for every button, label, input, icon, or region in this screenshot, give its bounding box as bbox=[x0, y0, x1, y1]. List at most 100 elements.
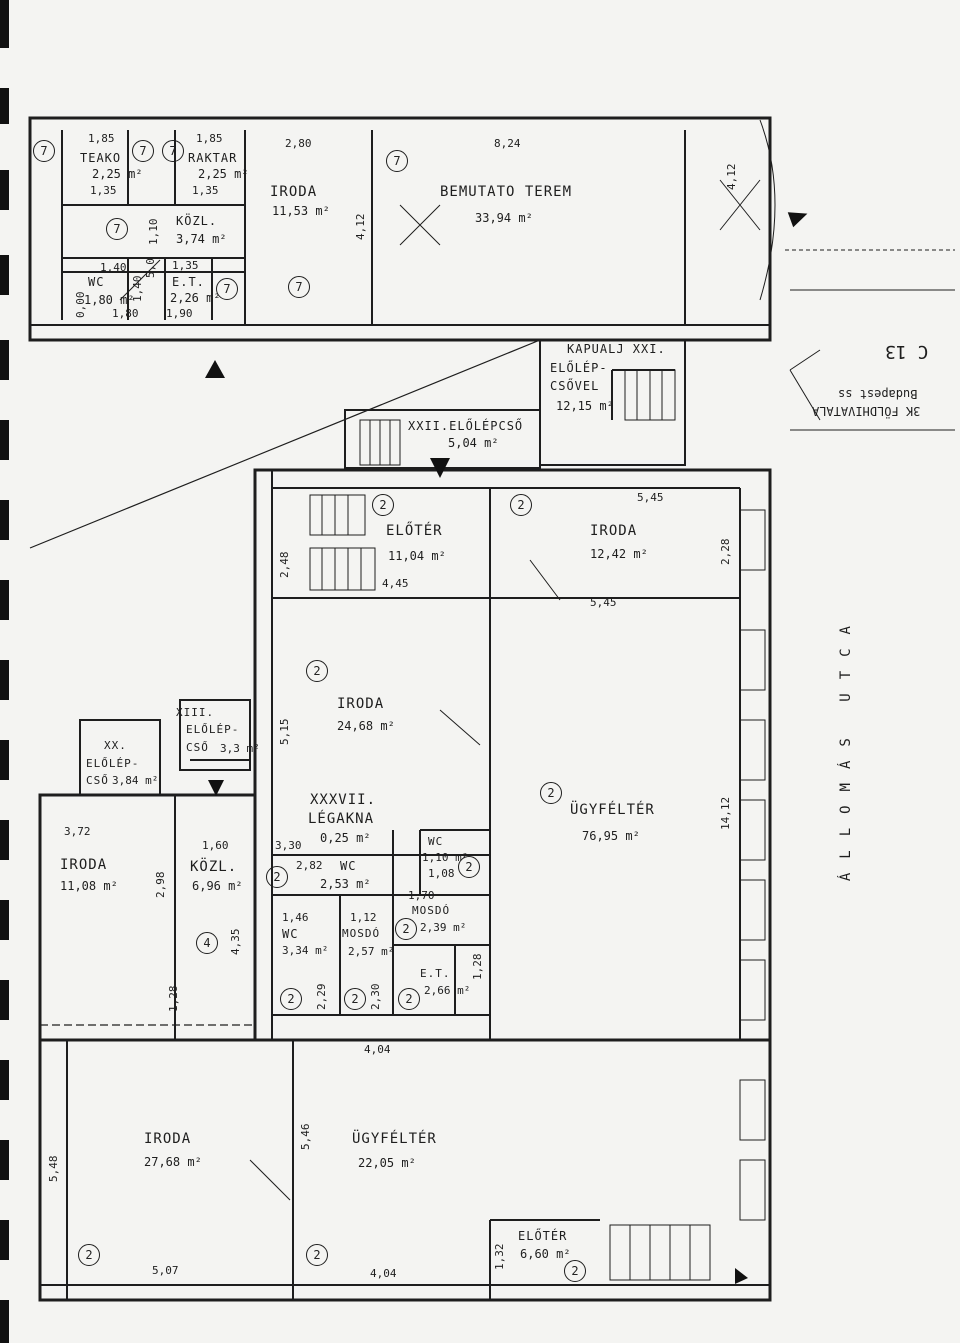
level-marker: 2 bbox=[280, 988, 302, 1010]
dimension: 5,0 bbox=[144, 258, 157, 278]
level-marker: 2 bbox=[372, 494, 394, 516]
room-area-xxii: 5,04 m² bbox=[448, 436, 499, 450]
room-label-et-mid: E.T. bbox=[420, 967, 451, 980]
left-margin-mark bbox=[0, 170, 9, 210]
room-area-bemutato: 33,94 m² bbox=[475, 211, 533, 225]
dimension: 2,28 bbox=[719, 538, 732, 566]
left-margin-mark bbox=[0, 900, 9, 940]
left-margin-mark bbox=[0, 980, 9, 1020]
room-label-legakna-2: LÉGAKNA bbox=[308, 811, 375, 827]
left-margin-mark bbox=[0, 1140, 9, 1180]
room-area-kozl-top: 3,74 m² bbox=[176, 232, 227, 246]
room-area-iroda-top: 11,53 m² bbox=[272, 204, 330, 218]
room-area-kozl-mid: 6,96 m² bbox=[192, 879, 243, 893]
level-marker: 2 bbox=[540, 782, 562, 804]
dimension: 5,48 bbox=[47, 1155, 60, 1183]
room-label-teako: TEAKO bbox=[80, 151, 122, 165]
dimension: 4,45 bbox=[382, 577, 409, 590]
level-marker: 2 bbox=[306, 660, 328, 682]
level-marker: 2 bbox=[344, 988, 366, 1010]
room-label-kapualj-3: CSŐVEL bbox=[550, 379, 600, 393]
left-margin-mark bbox=[0, 500, 9, 540]
room-label-xiii-3: CSŐ bbox=[186, 741, 209, 754]
dimension: 1,32 bbox=[493, 1243, 506, 1271]
dimension: 8,24 bbox=[494, 137, 521, 150]
dimension: 2,98 bbox=[154, 871, 167, 899]
stamp-code: C 13 bbox=[885, 341, 929, 362]
level-marker: 2 bbox=[398, 988, 420, 1010]
left-margin-mark bbox=[0, 580, 9, 620]
room-area-wc-top: 1,80 m² bbox=[84, 293, 135, 307]
dimension: 4,12 bbox=[725, 163, 738, 191]
dimension: 1,70 bbox=[408, 889, 435, 902]
room-area-ugyfelter-big: 76,95 m² bbox=[582, 829, 640, 843]
level-marker: 7 bbox=[162, 140, 184, 162]
room-label-wc-b: WC bbox=[428, 835, 444, 848]
dimension: 1,35 bbox=[90, 184, 117, 197]
dimension: 0,00 bbox=[74, 291, 87, 319]
dimension: 5,45 bbox=[590, 596, 617, 609]
dimension: 3,30 bbox=[275, 839, 302, 852]
dimension: 5,07 bbox=[152, 1264, 179, 1277]
left-margin-mark bbox=[0, 88, 9, 124]
room-area-mosdo-a: 2,39 m² bbox=[420, 921, 467, 934]
room-area-xx: 3,84 m² bbox=[112, 774, 159, 787]
dimension: 4,04 bbox=[364, 1043, 391, 1056]
level-marker: 2 bbox=[266, 866, 288, 888]
level-marker: 7 bbox=[288, 276, 310, 298]
room-label-ugyfelter-big: ÜGYFÉLTÉR bbox=[570, 802, 655, 818]
room-label-iroda-bottom: IRODA bbox=[144, 1131, 192, 1147]
room-label-ugyfelter-bottom: ÜGYFÉLTÉR bbox=[352, 1131, 437, 1147]
left-margin-mark bbox=[0, 740, 9, 780]
room-area-eloter-bottom: 6,60 m² bbox=[520, 1247, 571, 1261]
level-marker: 7 bbox=[106, 218, 128, 240]
room-label-wc-top: WC bbox=[88, 275, 105, 289]
room-label-wc-c: WC bbox=[282, 927, 299, 941]
room-label-kozl-mid: KÖZL. bbox=[190, 859, 238, 875]
room-label-iroda-mid: IRODA bbox=[337, 696, 385, 712]
left-margin-mark bbox=[0, 340, 9, 380]
room-label-kozl-top: KÖZL. bbox=[176, 214, 218, 228]
level-marker: 2 bbox=[510, 494, 532, 516]
room-label-iroda-left: IRODA bbox=[60, 857, 108, 873]
dimension: 3,72 bbox=[64, 825, 91, 838]
level-marker: 4 bbox=[196, 932, 218, 954]
dimension: 5,15 bbox=[278, 718, 291, 746]
dimension: 4,35 bbox=[229, 928, 242, 956]
room-label-mosdo-b: MOSDÓ bbox=[342, 927, 381, 940]
left-margin-mark bbox=[0, 1300, 9, 1343]
room-label-eloter-bottom: ELŐTÉR bbox=[518, 1229, 568, 1243]
level-marker: 7 bbox=[132, 140, 154, 162]
room-area-et-top: 2,26 m² bbox=[170, 291, 221, 305]
room-area-iroda-right: 12,42 m² bbox=[590, 547, 648, 561]
room-area-ugyfelter-bottom: 22,05 m² bbox=[358, 1156, 416, 1170]
dimension: 1,90 bbox=[166, 307, 193, 320]
room-label-eloter-mid: ELŐTÉR bbox=[386, 523, 443, 539]
left-margin-mark bbox=[0, 255, 9, 295]
dimension: 4,12 bbox=[354, 213, 367, 241]
room-label-xx: XX. bbox=[104, 739, 127, 752]
dimension: 1,10 bbox=[147, 218, 160, 246]
room-label-kapualj-2: ELŐLÉP- bbox=[550, 361, 608, 375]
dimension: 2,80 bbox=[285, 137, 312, 150]
left-margin-mark bbox=[0, 1220, 9, 1260]
level-marker: 7 bbox=[386, 150, 408, 172]
room-label-iroda-right: IRODA bbox=[590, 523, 638, 539]
level-marker: 2 bbox=[395, 918, 417, 940]
level-marker: 7 bbox=[216, 278, 238, 300]
room-area-iroda-mid: 24,68 m² bbox=[337, 719, 395, 733]
level-marker: 2 bbox=[78, 1244, 100, 1266]
room-area-legakna: 0,25 m² bbox=[320, 831, 371, 845]
room-label-xx-3: CSŐ bbox=[86, 774, 109, 787]
room-label-bemutato: BEMUTATO TEREM bbox=[440, 184, 573, 200]
dimension: 1,35 bbox=[172, 259, 199, 272]
room-area-iroda-left: 11,08 m² bbox=[60, 879, 118, 893]
room-area-eloter-mid: 11,04 m² bbox=[388, 549, 446, 563]
stamp-city: Budapest ss bbox=[838, 387, 918, 401]
room-label-mosdo-a: MOSDÓ bbox=[412, 904, 451, 917]
room-label-xiii: XIII. bbox=[176, 706, 215, 719]
dimension: 4,04 bbox=[370, 1267, 397, 1280]
dimension: 5,45 bbox=[637, 491, 664, 504]
room-label-wc-a: WC bbox=[340, 859, 357, 873]
